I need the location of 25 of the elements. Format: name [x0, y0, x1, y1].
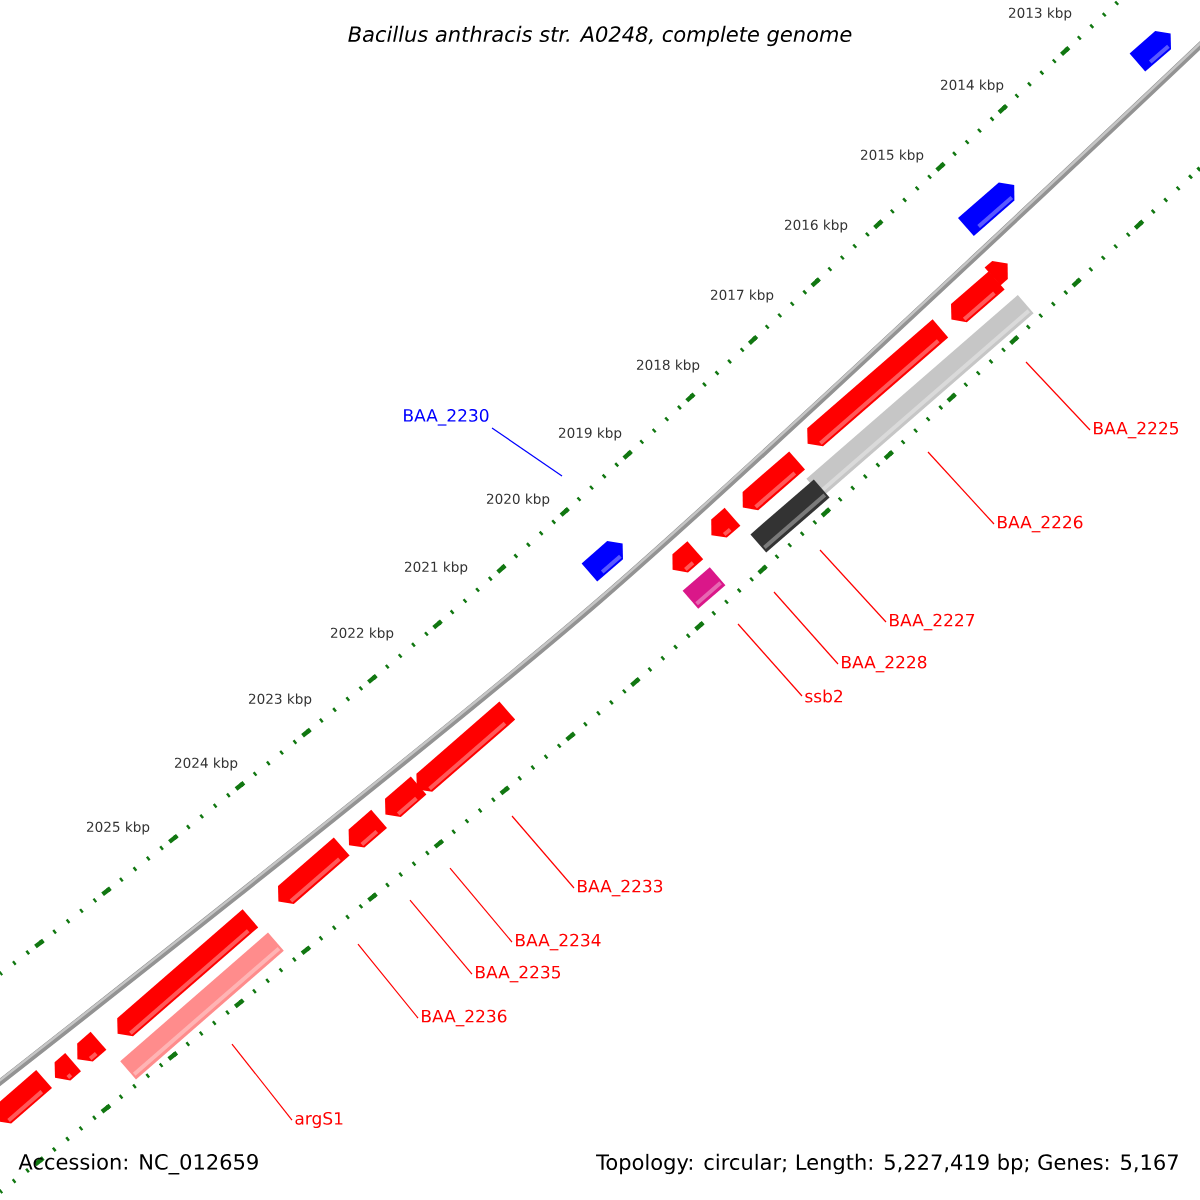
gene-label: BAA_2227	[890, 613, 975, 631]
gene-label: BAA_2234	[516, 933, 601, 951]
leader-line	[449, 867, 513, 943]
gene-label: BAA_2235	[476, 965, 561, 983]
leader-line	[773, 591, 839, 665]
accession-text: Accession: NC_012659	[18, 1153, 258, 1175]
gene-label: argS1	[295, 1111, 343, 1129]
gene-label: BAA_2228	[842, 655, 927, 673]
gene-label: BAA_2226	[998, 515, 1083, 533]
leader-line	[409, 899, 473, 975]
gene-label: BAA_2236	[422, 1009, 507, 1027]
leader-line	[511, 815, 575, 889]
leader-line	[1025, 361, 1091, 431]
leader-line	[491, 427, 563, 477]
leader-line	[927, 451, 995, 525]
gene-label: BAA_2230	[404, 409, 489, 426]
leader-line	[819, 549, 887, 623]
gene-label: ssb2	[805, 689, 843, 703]
leader-line	[231, 1043, 293, 1121]
gene-label: BAA_2225	[1094, 421, 1179, 439]
gene-label: BAA_2233	[578, 879, 663, 897]
title: Bacillus anthracis str. A0248, complete genome	[348, 25, 852, 47]
leader-line	[737, 623, 803, 697]
leader-line	[357, 943, 419, 1019]
summary-text: Topology: circular; Length: 5,227,419 bp; Genes: 5,167	[596, 1153, 1178, 1175]
